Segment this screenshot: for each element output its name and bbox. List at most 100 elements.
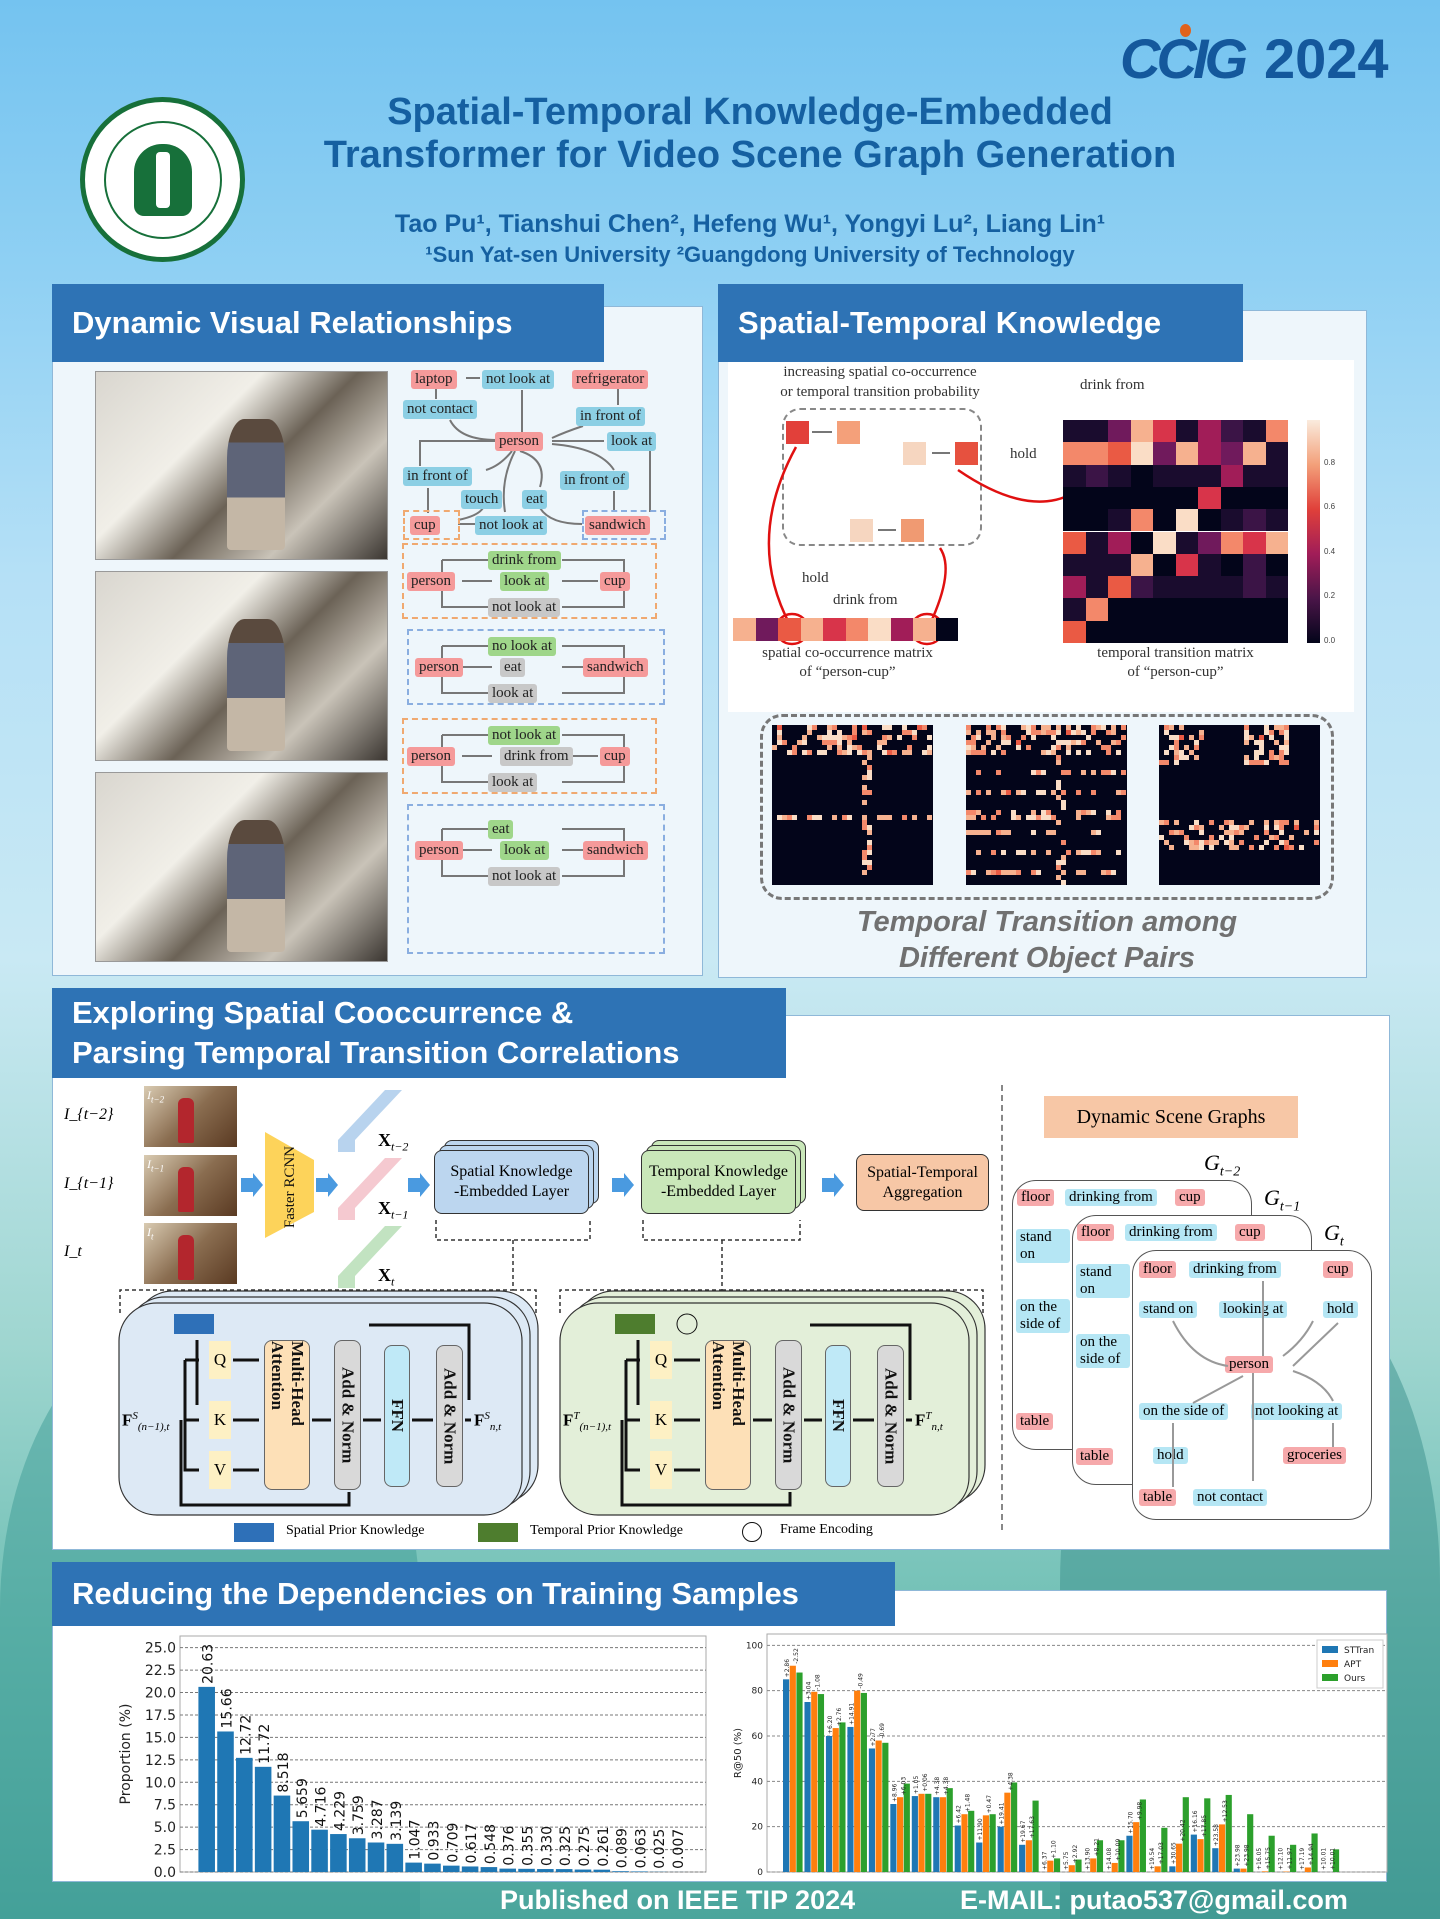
bar-apt: [789, 1665, 796, 1872]
heatmap-cell: [862, 855, 867, 860]
y-tick-label: 20: [752, 1823, 764, 1833]
bar: [348, 1838, 366, 1872]
graph-node-not-looking-at: not looking at: [1251, 1403, 1343, 1420]
graph-node-hold: hold: [1323, 1301, 1358, 1318]
heatmap-cell: [1214, 840, 1219, 845]
heatmap-cell: [1096, 725, 1101, 730]
heatmap-cell: [991, 850, 996, 855]
heatmap-cell: [1189, 825, 1194, 830]
bar-data-label: 8.518: [276, 1752, 292, 1792]
heatmap-cell: [1175, 420, 1198, 443]
heatmap-cell: [1051, 790, 1056, 795]
heatmap-cell: [1249, 735, 1254, 740]
heatmap-cell: [1265, 442, 1288, 465]
heatmap-cell: [1101, 745, 1106, 750]
heatmap-cell: [1116, 810, 1121, 815]
heatmap-cell: [1130, 464, 1153, 487]
bar-data-label: 0.089: [615, 1828, 631, 1868]
section-title-text: Exploring Spatial Cooccurrence &: [72, 995, 574, 1030]
temporal-add-norm-1: Add & Norm: [775, 1340, 802, 1490]
heatmap-cell: [1269, 735, 1274, 740]
heatmap-cell: [887, 725, 892, 730]
heatmap-cell: [882, 815, 887, 820]
heatmap-cell: [1001, 740, 1006, 745]
heatmap-cell: [1169, 845, 1174, 850]
heatmap-cell: [1130, 598, 1153, 621]
heatmap-cell: [1111, 770, 1116, 775]
heatmap-cell: [1036, 730, 1041, 735]
heatmap-cell: [986, 725, 991, 730]
heatmap-cell: [1130, 576, 1153, 599]
heatmap-cell: [807, 750, 812, 755]
heatmap-cell: [971, 750, 976, 755]
node-not-look-at: not look at: [482, 370, 555, 389]
heatmap-cell: [991, 735, 996, 740]
spatial-multi-head-attention: Multi-Head Attention: [264, 1340, 310, 1490]
bar-annotation: +11.90: [977, 1818, 984, 1840]
heatmap-cell: [1046, 750, 1051, 755]
bar-apt: [832, 1728, 839, 1872]
heatmap-cell: [1189, 735, 1194, 740]
email-contact[interactable]: E-MAIL: putao537@gmail.com: [960, 1885, 1348, 1915]
node-relation: drink from: [488, 551, 561, 570]
heatmap-cell: [1269, 750, 1274, 755]
legend-swatch: [1322, 1674, 1338, 1681]
heatmap-cell: [1063, 553, 1086, 577]
heatmap-cell: [1001, 725, 1006, 730]
flow-arrow-icon: [822, 1173, 844, 1197]
heatmap-cell: [1106, 815, 1111, 820]
heatmap-cell: [862, 775, 867, 780]
bar-annotation: +1.10: [1051, 1840, 1058, 1859]
heatmap-cell: [1006, 740, 1011, 745]
heatmap-cell: [1108, 420, 1131, 443]
drink-from-label: drink from: [833, 592, 898, 608]
legend-spatial-swatch: [234, 1523, 274, 1542]
bar-apt: [1304, 1867, 1311, 1872]
heatmap-cell: [1254, 750, 1259, 755]
graph-subscript: t−1: [1279, 1199, 1301, 1215]
bar-annotation: +8.96: [891, 1783, 898, 1802]
heatmap-cell: [1041, 725, 1046, 730]
heatmap-cell: [1279, 840, 1284, 845]
heatmap-cell: [996, 810, 1001, 815]
bar-sttran: [976, 1842, 983, 1872]
heatmap-cell: [823, 618, 846, 641]
heatmap-cell: [862, 870, 867, 875]
heatmap-cell: [1229, 825, 1234, 830]
heatmap-cell: [1116, 750, 1121, 755]
temporal-ffn-label: FFN: [829, 1399, 848, 1433]
drink-from-label: drink from: [1080, 377, 1145, 393]
heatmap-cell: [1076, 740, 1081, 745]
y-axis-label: R@50 (%): [733, 1728, 744, 1778]
heatmap-cell: [1001, 830, 1006, 835]
heatmap-cell: [1159, 820, 1164, 825]
bar: [518, 1868, 535, 1872]
label-line: increasing spatial co-occurrence: [783, 364, 977, 380]
heatmap-cell: [1234, 825, 1239, 830]
video-frame-3: [95, 772, 388, 962]
heatmap-cell: [1264, 725, 1269, 730]
heatmap-cell: [1091, 790, 1096, 795]
bar-annotation: -1.08: [814, 1674, 821, 1690]
heatmap-cell: [1175, 598, 1198, 621]
node-relation: look at: [500, 841, 550, 860]
temporal-k-input: K: [650, 1401, 672, 1439]
heatmap-cell: [1159, 835, 1164, 840]
heatmap-cell: [1254, 760, 1259, 765]
node-person: person: [495, 432, 543, 451]
heatmap-cell: [847, 735, 852, 740]
bar-apt: [897, 1797, 904, 1872]
temporal-multi-head-attention: Multi-Head Attention: [705, 1340, 751, 1490]
heatmap-cell: [1116, 790, 1121, 795]
y-tick-label: 20.0: [145, 1686, 176, 1702]
bar-ours: [1268, 1835, 1275, 1872]
bar-annotation: +6.37: [1042, 1851, 1049, 1870]
heatmap-cell: [755, 618, 778, 641]
heatmap-cell: [822, 735, 827, 740]
heatmap-cell: [1199, 825, 1204, 830]
heatmap-cell: [877, 815, 882, 820]
heatmap-cell: [1220, 420, 1243, 443]
node-not-look-at: not look at: [475, 516, 548, 535]
heatmap-cell: [1274, 740, 1279, 745]
heatmap-cell: [1130, 420, 1153, 443]
